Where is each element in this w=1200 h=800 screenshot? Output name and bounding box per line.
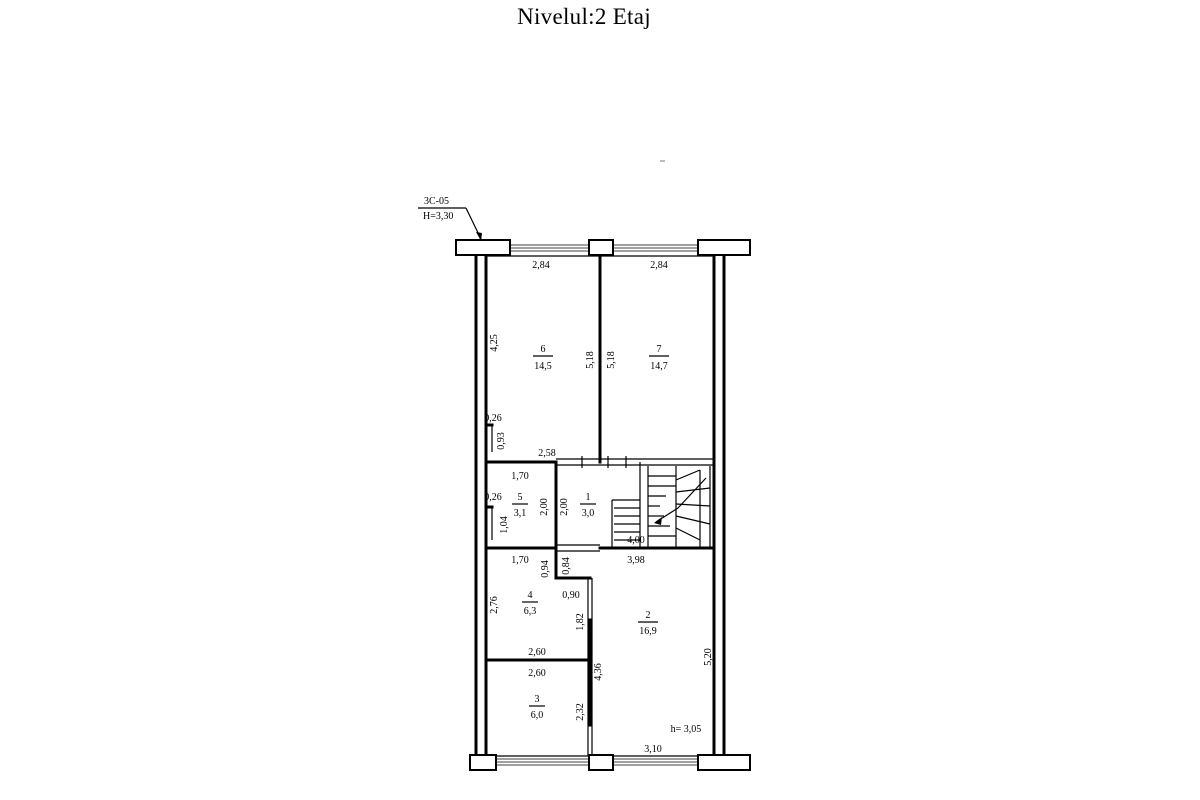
ceiling-height: h= 3,05 [671,724,702,735]
column-bottom-middle [588,754,614,771]
column-bottom-left [469,754,497,771]
dim-room4-top: 1,70 [511,555,529,566]
outer-walls [474,242,726,766]
room-6-area: 14,5 [534,361,552,372]
dim-room2-left-lower: 4,36 [593,663,604,681]
bottom-window-strip [496,758,698,766]
room-2-number: 2 [646,610,651,621]
dim-room6-bottom: 2,58 [538,448,556,459]
dim-niche-bottom-height: 1,04 [499,516,510,534]
dim-room1-left: 2,00 [559,498,570,516]
dim-room4-right-upper: 0,94 [540,560,551,578]
columns [455,239,751,771]
dim-room2-right: 5,20 [703,648,714,666]
dim-room7-left: 5,18 [606,351,617,369]
dim-room3-right: 2,32 [575,703,586,721]
room-7-area: 14,7 [650,361,668,372]
room-7-label: 7 14,7 [649,344,669,372]
dim-room5-top: 1,70 [511,471,529,482]
dim-room2-bottom: 3,10 [644,744,662,755]
column-top-middle [588,239,614,256]
dim-niche-top-width: 0,26 [484,413,502,424]
room-7-number: 7 [657,344,662,355]
staircase [611,462,711,548]
room-2-area: 16,9 [639,626,657,637]
marker-height: H=3,30 [423,211,453,222]
room-1-number: 1 [586,492,591,503]
dim-room6-top: 2,84 [532,260,550,271]
room-5-number: 5 [518,492,523,503]
marker-code: 3C-05 [424,196,449,207]
dim-room6-left: 4,25 [489,334,500,352]
dim-room5-right: 2,00 [539,498,550,516]
room-5-area: 3,1 [514,508,527,519]
room-6-number: 6 [541,344,546,355]
room-6-label: 6 14,5 [533,344,553,372]
dim-room4-step: 0,90 [562,590,580,601]
room-3-area: 6,0 [531,710,544,721]
room-3-label: 3 6,0 [529,694,545,721]
page-title: Nivelul:2 Etaj [517,4,651,29]
column-bottom-right [697,754,751,771]
room-1-area: 3,0 [582,508,595,519]
dim-niche-bottom-width: 0,26 [484,492,502,503]
level-marker: 3C-05 H=3,30 [418,196,482,241]
column-top-left [455,239,511,256]
room-1-label: 1 3,0 [580,492,596,519]
dim-room2-top: 3,98 [627,555,645,566]
room-4-label: 4 6,3 [522,590,538,617]
dim-room4-bottom: 2,60 [528,647,546,658]
room-3-number: 3 [535,694,540,705]
dim-room4-left: 2,76 [489,596,500,614]
dim-room4-right: 1,82 [575,613,586,631]
interior-walls [484,254,716,756]
dim-room7-top: 2,84 [650,260,668,271]
dim-room6-right: 5,18 [585,351,596,369]
dim-niche-top-height: 0,93 [496,432,507,450]
room-5-label: 5 3,1 [512,492,528,519]
room-4-area: 6,3 [524,606,537,617]
dim-stair-width: 4,00 [627,535,645,546]
room-2-label: 2 16,9 [638,610,658,637]
room-labels: 6 14,5 7 14,7 5 3,1 1 3,0 4 6,3 2 16,9 [512,344,669,721]
dim-room2-left-upper: 0,84 [561,557,572,575]
column-top-right [697,239,751,256]
dimension-labels: 2,84 2,84 4,25 5,18 5,18 0,26 0,93 2,58 … [484,260,714,755]
room-4-number: 4 [528,590,533,601]
dim-room3-top: 2,60 [528,668,546,679]
